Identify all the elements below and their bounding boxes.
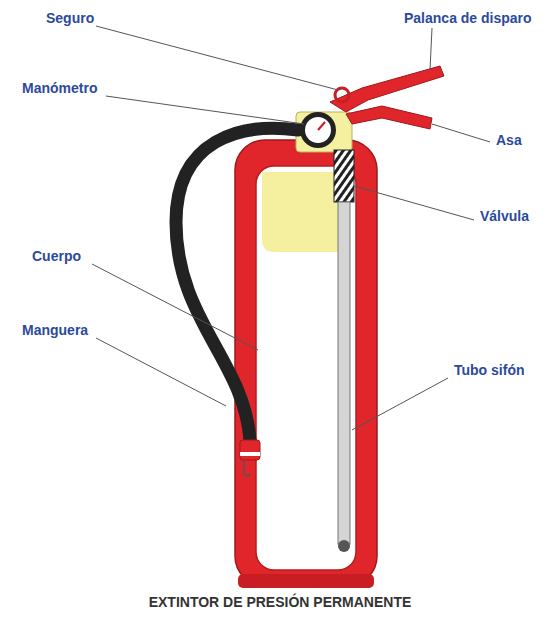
hose-nozzle xyxy=(240,440,260,460)
leader-line xyxy=(432,124,490,142)
body-foot xyxy=(238,574,374,588)
gauge-face xyxy=(305,117,331,143)
caption: EXTINTOR DE PRESIÓN PERMANENTE xyxy=(0,594,560,610)
hose-label: Manguera xyxy=(20,322,90,339)
siphon-tube-label: Tubo sifón xyxy=(452,362,527,379)
leader-line xyxy=(354,186,474,220)
leader-line xyxy=(106,96,304,124)
valve-head xyxy=(296,112,352,152)
nozzle-clip xyxy=(244,460,250,476)
leader-line xyxy=(352,378,448,430)
trigger-lever xyxy=(330,66,444,112)
body-cutaway xyxy=(256,166,356,570)
body-shell xyxy=(235,140,377,586)
gauge-label: Manómetro xyxy=(20,80,99,97)
hose xyxy=(176,128,298,440)
handle-label: Asa xyxy=(494,132,524,149)
trigger-lever-label: Palanca de disparo xyxy=(402,10,534,27)
leader-line xyxy=(430,28,432,70)
carry-handle xyxy=(346,106,432,129)
safety-pin-label: Seguro xyxy=(44,10,96,27)
leader-line xyxy=(92,264,258,350)
siphon-end xyxy=(338,540,350,552)
leader-line xyxy=(96,26,338,90)
leader-line xyxy=(96,338,226,406)
gauge-needle xyxy=(318,122,325,130)
siphon-tube xyxy=(338,202,350,544)
leader-lines xyxy=(92,26,490,430)
body-label: Cuerpo xyxy=(30,248,83,265)
nozzle-band xyxy=(240,452,260,456)
valve-stem xyxy=(334,150,354,202)
pressure-gauge xyxy=(300,112,336,148)
valve-label: Válvula xyxy=(478,208,531,225)
